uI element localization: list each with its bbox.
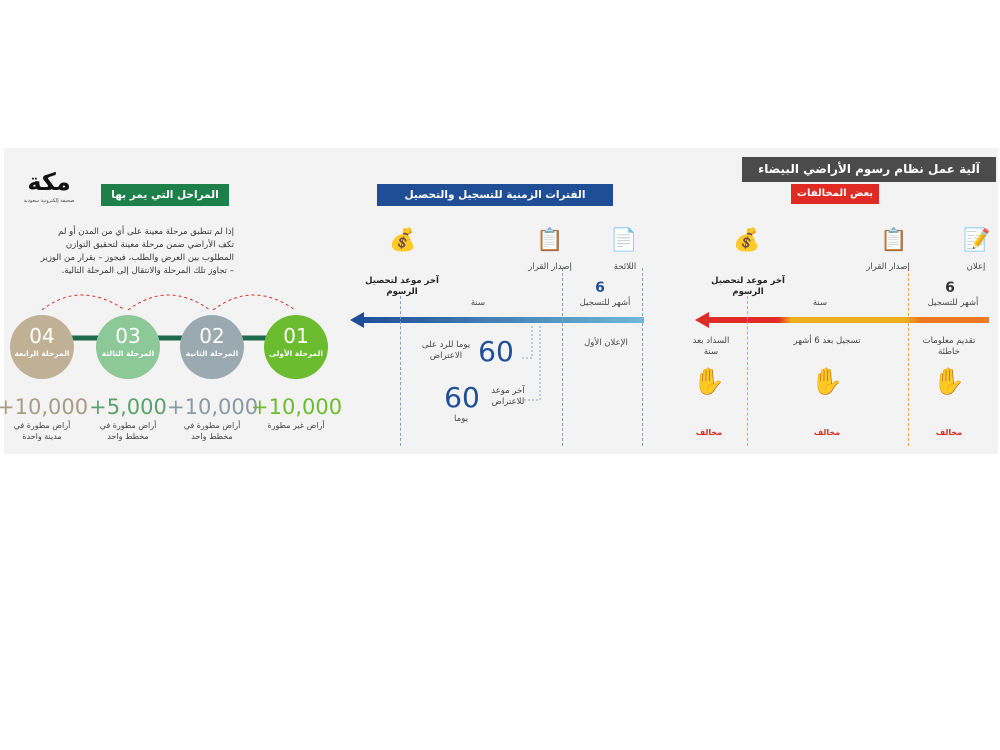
checklist-icon: 📝 — [963, 228, 991, 253]
blue-regulation-label: اللائحة — [613, 262, 637, 272]
violator-label-2: مخالف — [813, 428, 841, 437]
makkah-logo: مكة صحيفة إلكترونية سعودية — [14, 168, 84, 208]
phase-1-desc: أراض غير مطورة — [267, 421, 325, 430]
red-announce-label: إعلان — [966, 262, 986, 272]
hand-stop-icon: ✋ — [692, 367, 726, 397]
phase-3-circle: 03 المرحلة الثالثة — [96, 315, 160, 379]
hand-stop-icon: ✋ — [932, 367, 966, 397]
decision-document-icon: 📋 — [536, 228, 564, 253]
phase-3-value: +5,000 — [89, 395, 167, 419]
days-60-objection-text: آخر موعد للاعتراض — [491, 386, 525, 407]
phase-4-value: +10,000 — [0, 395, 89, 419]
orange-dash-1 — [747, 296, 748, 446]
blue-brackets — [522, 326, 541, 401]
first-announce-label: الإعلان الأول — [584, 338, 628, 348]
blue-year-label: سنة — [470, 298, 486, 308]
phase-1-circle: 01 المرحلة الأولى — [264, 315, 328, 379]
logo-mark: مكة — [27, 168, 71, 196]
phase-4-circle: 04 المرحلة الرابعة — [10, 315, 74, 379]
blue-dash-1 — [400, 296, 401, 446]
blue-dash-3 — [642, 268, 643, 446]
phase-3-number: 03 — [115, 324, 141, 348]
arc-2-1 — [212, 294, 296, 311]
violation-2-text: تسجيل بعد 6 أشهر — [793, 336, 861, 346]
blue-months-label: أشهر للتسجيل — [579, 298, 631, 308]
phases-note: إذا لم تنطبق مرحلة معينة على أي من المدن… — [40, 227, 234, 276]
blue-decision-label: إصدار القرار — [528, 262, 572, 272]
red-decision-label: إصدار القرار — [866, 262, 910, 272]
red-year-label: سنة — [812, 298, 828, 308]
red-months-label: أشهر للتسجيل — [927, 298, 979, 308]
hand-stop-icon: ✋ — [810, 367, 844, 397]
phase-3-name: المرحلة الثالثة — [101, 349, 155, 358]
logo-tagline: صحيفة إلكترونية سعودية — [23, 198, 75, 204]
phase-3-desc: أراض مطورة في مخطط واحد — [99, 421, 157, 441]
periods-header: الفترات الزمنية للتسجيل والتحصيل — [377, 184, 613, 206]
arc-3-2 — [127, 294, 211, 311]
phase-1-number: 01 — [283, 324, 309, 348]
phase-2-name: المرحلة الثانية — [185, 349, 239, 358]
blue-six-number: 6 — [595, 280, 605, 296]
violation-1-text: تقديم معلومات خاطئة — [922, 336, 976, 357]
blue-arrow — [350, 312, 644, 328]
phase-2-circle: 02 المرحلة الثانية — [180, 315, 244, 379]
bracket-60-a — [522, 326, 533, 359]
violator-label-1: مخالف — [935, 428, 963, 437]
blue-deadline-label: آخر موعد لتحصيل الرسوم — [365, 276, 439, 297]
phase-1-name: المرحلة الأولى — [269, 349, 323, 358]
phase-2-value: +10,000 — [167, 395, 259, 419]
red-deadline-label: آخر موعد لتحصيل الرسوم — [711, 276, 785, 297]
days-60-response-number: 60 — [478, 335, 514, 368]
bracket-60-b — [522, 326, 541, 401]
phase-4-name: المرحلة الرابعة — [14, 349, 70, 358]
days-60-response-text: يوما للرد على الاعتراض — [421, 340, 471, 361]
phases-header: المراحل التي يمر بها — [101, 184, 229, 206]
days-60-unit: يوما — [454, 414, 468, 424]
red-six-number: 6 — [945, 280, 955, 296]
arc-4-3 — [41, 294, 126, 311]
days-60-objection-number: 60 — [444, 381, 480, 414]
violations-header: بعض المخالفات — [791, 184, 879, 204]
regulation-document-icon: 📄 — [610, 228, 638, 253]
violation-3-text: السداد بعد سنة — [692, 336, 730, 357]
money-bag-icon: 💰 — [733, 228, 761, 253]
orange-arrow — [695, 312, 989, 328]
phase-4-number: 04 — [29, 324, 55, 348]
decision-document-icon: 📋 — [880, 228, 908, 253]
phase-1-value: +10,000 — [251, 395, 343, 419]
money-bag-icon: 💰 — [389, 228, 417, 253]
phase-2-desc: أراض مطورة في مخطط واحد — [183, 421, 241, 441]
main-title: آلية عمل نظام رسوم الأراضي البيضاء — [742, 157, 996, 182]
phase-2-number: 02 — [199, 324, 225, 348]
violator-label-3: مخالف — [695, 428, 723, 437]
blue-dash-2 — [562, 268, 563, 446]
phase-4-desc: أراض مطورة في مدينة واحدة — [13, 421, 71, 441]
orange-dash-2 — [908, 268, 909, 446]
